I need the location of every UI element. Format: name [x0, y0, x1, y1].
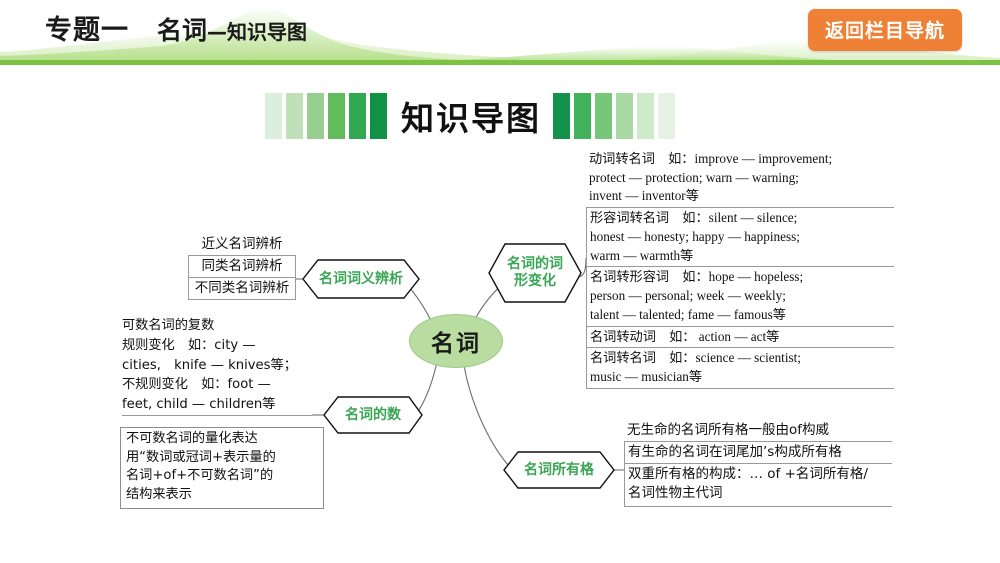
hexagon-shape: [302, 259, 420, 299]
cixing-item: 动词转名词 如：improve — improvement; protect —…: [586, 150, 894, 209]
title-noun: 名词: [157, 16, 208, 45]
cixing-item: 名词转动词 如： action — act等: [586, 326, 894, 349]
mindmap-node-suoyouge[interactable]: 名词所有格: [503, 451, 615, 489]
suoyouge-item: 有生命的名词在词尾加’s构成所有格: [624, 442, 892, 465]
page-header: 专题一 名词—知识导图 返回栏目导航: [0, 0, 1000, 66]
cixing-line: protect — protection; warn — warning;: [589, 169, 799, 185]
banner-bar-right-6: [658, 93, 675, 139]
cixing-line: talent — talented; fame — famous等: [590, 306, 786, 322]
shu-boxed-line: 名词+of+不可数名词”的: [126, 468, 274, 484]
banner-bar-left-4: [328, 93, 345, 139]
mindmap-center-node[interactable]: 名词: [409, 314, 503, 368]
shu-line: cities, knife — knives等；: [122, 357, 297, 373]
cixing-line: 名词转动词 如： action — act等: [590, 328, 780, 344]
shu-boxed-block: 不可数名词的量化表达 用“数词或冠词+表示量的 名词+of+不可数名词”的 结构…: [120, 427, 324, 509]
shu-line: feet, child — children等: [122, 395, 312, 416]
shu-line: 不规则变化 如：foot —: [122, 377, 271, 393]
ciyi-item: 同类名词辨析: [188, 256, 296, 279]
cixing-line: 名词转名词 如：science — scientist;: [590, 350, 801, 366]
shu-boxed-line: 用“数词或冠词+表示量的: [126, 449, 276, 465]
cixing-item: 形容词转名词 如：silent — silence; honest — hone…: [586, 208, 894, 268]
cixing-line: warm — warmth等: [590, 247, 694, 263]
shu-plain-lines: 可数名词的复数 规则变化 如：city — cities, knife — kn…: [122, 316, 322, 416]
title-suffix: —知识导图: [207, 20, 308, 44]
hexagon-shape: [323, 396, 423, 434]
banner-bar-right-1: [553, 93, 570, 139]
banner-bar-right-5: [637, 93, 654, 139]
title-text: 名词—知识导图: [157, 11, 307, 47]
hexagon-shape: [503, 451, 615, 489]
header-hills-decoration: [0, 7, 1000, 62]
suoyouge-item: 无生命的名词所有格一般由of构威: [624, 421, 892, 443]
section-banner: 知识导图: [265, 90, 675, 142]
banner-bar-right-3: [595, 93, 612, 139]
header-divider-rule: [0, 60, 1000, 65]
banner-bar-right-2: [574, 93, 591, 139]
mindmap-node-ciyi[interactable]: 名词词义辨析: [302, 259, 420, 299]
ciyi-item: 近义名词辨析: [188, 234, 296, 257]
suoyouge-item: 名词性物主代词: [624, 484, 892, 507]
shu-line: 规则变化 如：city —: [122, 337, 256, 353]
ciyi-item-list: 近义名词辨析 同类名词辨析 不同类名词辨析: [188, 234, 296, 301]
cixing-line: 名词转形容词 如：hope — hopeless;: [590, 269, 804, 285]
banner-bar-right-4: [616, 93, 633, 139]
cixing-line: person — personal; week — weekly;: [590, 288, 786, 304]
banner-bar-left-1: [265, 93, 282, 139]
cixing-item-stack: 动词转名词 如：improve — improvement; protect —…: [586, 150, 894, 389]
ciyi-item: 不同类名词辨析: [188, 278, 296, 301]
mindmap-node-shu[interactable]: 名词的数: [323, 396, 423, 434]
shu-boxed-line: 不可数名词的量化表达: [126, 431, 258, 446]
banner-bar-left-5: [349, 93, 366, 139]
topic-label: 专题一: [45, 15, 129, 46]
cixing-line: music — musician等: [590, 369, 703, 385]
cixing-line: honest — honesty; happy — happiness;: [590, 228, 800, 244]
shu-line: 可数名词的复数: [122, 318, 215, 333]
return-nav-button[interactable]: 返回栏目导航: [807, 9, 962, 51]
header-divider-rule-2: [0, 65, 1000, 66]
cixing-line: 动词转名词 如：improve — improvement;: [589, 151, 833, 166]
shu-boxed-line: 结构来表示: [126, 487, 192, 503]
suoyouge-item-stack: 无生命的名词所有格一般由of构威 有生命的名词在词尾加’s构成所有格 双重所有格…: [624, 421, 892, 507]
banner-title: 知识导图: [401, 99, 541, 138]
banner-bar-left-3: [307, 93, 324, 139]
suoyouge-item: 双重所有格的构成：… of +名词所有格/: [624, 464, 892, 485]
cixing-line: invent — inventor等: [589, 188, 699, 204]
hexagon-shape: [488, 243, 582, 303]
page-title: 专题一 名词—知识导图: [45, 8, 307, 47]
cixing-item: 名词转形容词 如：hope — hopeless; person — perso…: [586, 267, 894, 327]
banner-bar-left-2: [286, 93, 303, 139]
cixing-line: 形容词转名词 如：silent — silence;: [590, 210, 798, 226]
cixing-item: 名词转名词 如：science — scientist; music — mus…: [586, 348, 894, 389]
mindmap-node-cixing[interactable]: 名词的词 形变化: [488, 243, 582, 303]
banner-bar-left-6: [370, 93, 387, 139]
